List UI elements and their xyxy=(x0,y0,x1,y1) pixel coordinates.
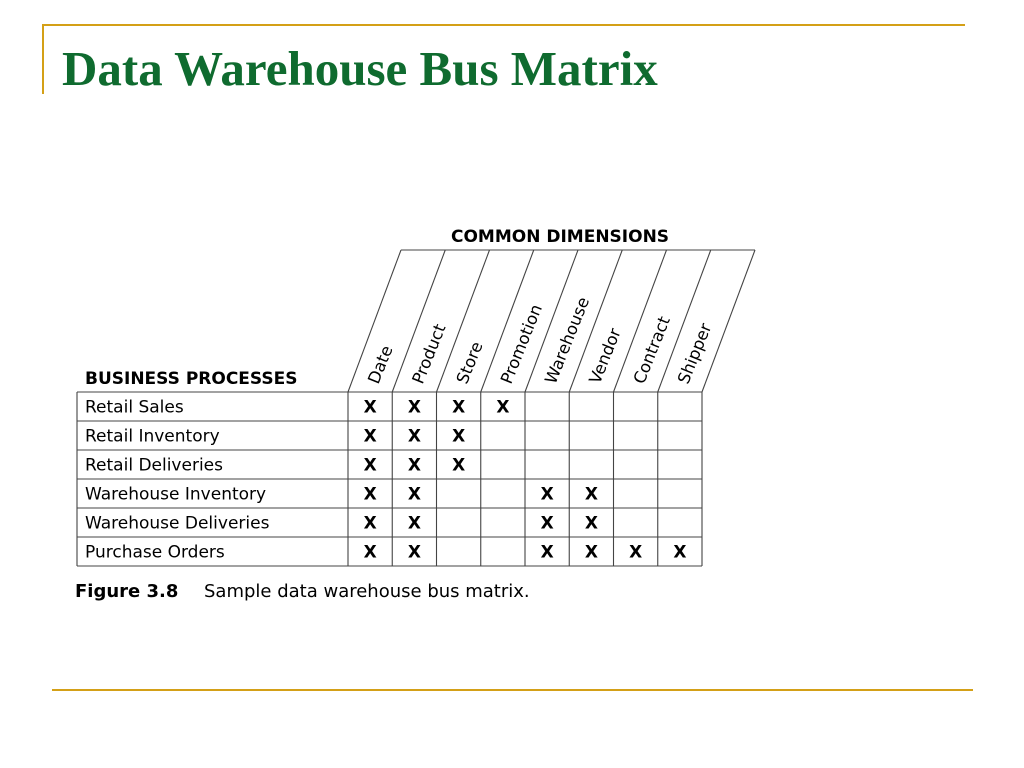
header-slant-line xyxy=(480,249,535,393)
header-slant-line xyxy=(391,249,446,393)
bottom-accent-line xyxy=(52,689,973,691)
business-processes-header: BUSINESS PROCESSES xyxy=(85,369,297,389)
matrix-mark: X xyxy=(408,514,421,534)
process-label: Purchase Orders xyxy=(85,543,225,563)
header-slant-line xyxy=(568,249,623,393)
matrix-mark: X xyxy=(452,456,465,476)
matrix-mark: X xyxy=(541,485,554,505)
matrix-mark: X xyxy=(364,514,377,534)
matrix-mark: X xyxy=(408,398,421,418)
header-slant-line xyxy=(435,249,491,393)
matrix-mark: X xyxy=(496,398,509,418)
figure-number: Figure 3.8 xyxy=(75,581,178,602)
process-label: Retail Inventory xyxy=(85,427,220,447)
dimension-label-contract: Contract xyxy=(630,313,674,386)
matrix-mark: X xyxy=(629,543,642,563)
dimension-label-date: Date xyxy=(364,343,396,387)
matrix-mark: X xyxy=(452,427,465,447)
matrix-mark: X xyxy=(585,543,598,563)
dimension-label-promotion: Promotion xyxy=(497,302,546,387)
matrix-mark: X xyxy=(408,456,421,476)
header-slant-line xyxy=(657,249,712,393)
slide-title: Data Warehouse Bus Matrix xyxy=(62,41,658,96)
matrix-mark: X xyxy=(585,514,598,534)
matrix-mark: X xyxy=(673,543,686,563)
header-slant-line xyxy=(701,249,756,393)
matrix-mark: X xyxy=(585,485,598,505)
process-label: Warehouse Deliveries xyxy=(85,514,270,534)
matrix-mark: X xyxy=(364,543,377,563)
header-slant-line xyxy=(524,249,579,393)
matrix-grid xyxy=(76,249,756,567)
matrix-mark: X xyxy=(408,543,421,563)
matrix-mark: X xyxy=(364,398,377,418)
common-dimensions-header: COMMON DIMENSIONS xyxy=(451,227,669,247)
header-slant-line xyxy=(347,249,402,393)
matrix-mark: X xyxy=(541,543,554,563)
top-accent-line xyxy=(42,24,965,26)
header-slant-line xyxy=(612,249,668,393)
matrix-mark: X xyxy=(541,514,554,534)
figure-caption: Sample data warehouse bus matrix. xyxy=(204,581,530,602)
dimension-label-store: Store xyxy=(453,339,487,387)
left-accent-line xyxy=(42,24,44,94)
process-label: Retail Deliveries xyxy=(85,456,223,476)
process-label: Warehouse Inventory xyxy=(85,485,266,505)
matrix-mark: X xyxy=(364,427,377,447)
matrix-mark: X xyxy=(364,456,377,476)
matrix-mark: X xyxy=(364,485,377,505)
dimension-label-warehouse: Warehouse xyxy=(541,294,593,386)
matrix-mark: X xyxy=(452,398,465,418)
dimension-label-shipper: Shipper xyxy=(674,320,715,386)
matrix-mark: X xyxy=(408,427,421,447)
matrix-mark: X xyxy=(408,485,421,505)
process-label: Retail Sales xyxy=(85,398,184,418)
